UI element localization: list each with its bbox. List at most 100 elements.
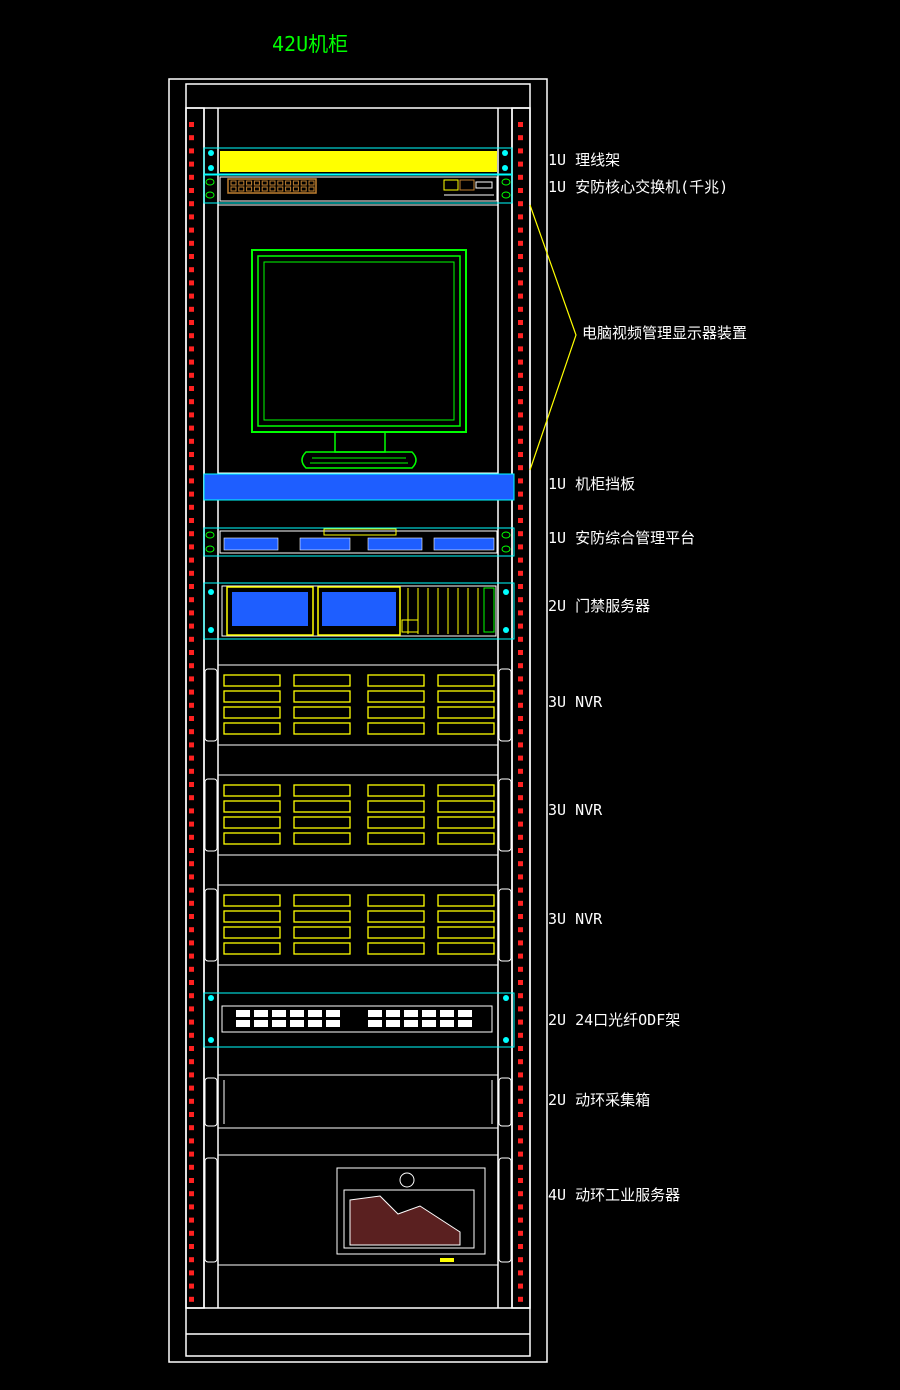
- rail-hole: [518, 1151, 523, 1157]
- rail-hole: [189, 900, 194, 906]
- rail-hole: [518, 254, 523, 259]
- rail-hole: [189, 1072, 194, 1078]
- rail-hole: [189, 1217, 194, 1223]
- odf-port: [236, 1010, 250, 1017]
- rail-hole: [189, 478, 194, 484]
- rail-hole: [518, 848, 523, 853]
- switch-port: [269, 180, 276, 186]
- rail-hole: [189, 742, 194, 748]
- odf-port: [326, 1020, 340, 1027]
- rail-hole: [518, 386, 523, 391]
- rail-hole: [189, 1204, 194, 1210]
- switch-port: [238, 180, 245, 186]
- rail-hole: [518, 557, 523, 563]
- nvr-drive-bay: [223, 706, 281, 719]
- rail-hole: [189, 953, 194, 959]
- label-cable-manager: 1U 理线架: [548, 151, 620, 169]
- nvr-drive-bay: [293, 910, 351, 923]
- nvr-drive-bay: [223, 690, 281, 703]
- rail-hole: [189, 636, 194, 642]
- rail-hole: [518, 333, 523, 339]
- rail-hole: [189, 557, 194, 563]
- nvr-drive-bay: [223, 942, 281, 955]
- rail-hole: [518, 755, 523, 761]
- switch-port: [308, 180, 315, 186]
- nvr-drive-bay: [367, 674, 425, 687]
- rail-hole: [518, 742, 523, 748]
- nvr-drive-bay: [437, 706, 495, 719]
- rail-hole: [189, 610, 194, 616]
- rail-hole: [518, 1032, 523, 1038]
- label-security-platform: 1U 安防综合管理平台: [548, 529, 695, 547]
- nvr-drive-bay: [223, 816, 281, 829]
- rail-hole: [189, 148, 194, 154]
- nvr-drive-bay: [367, 722, 425, 735]
- rail-hole: [189, 887, 194, 893]
- rail-hole: [518, 1257, 523, 1263]
- rail-hole: [518, 135, 523, 141]
- rail-hole: [518, 399, 523, 405]
- nvr-drive-bay: [367, 894, 425, 907]
- rail-hole: [518, 1191, 523, 1197]
- nvr-drive-bay: [223, 784, 281, 797]
- rail-hole: [518, 1204, 523, 1210]
- nvr-drive-bay: [367, 690, 425, 703]
- nvr-drive-bay: [437, 910, 495, 923]
- rail-hole: [518, 861, 523, 867]
- rail-hole: [518, 914, 523, 919]
- rail-hole: [518, 676, 523, 682]
- rail-hole: [189, 412, 194, 418]
- switch-port: [300, 186, 307, 192]
- nvr-drive-bay: [437, 722, 495, 735]
- rail-hole: [189, 650, 194, 655]
- blank-panel-device: [203, 473, 515, 501]
- switch-port: [230, 186, 237, 192]
- odf-port: [440, 1010, 454, 1017]
- device-labels: 1U 理线架 1U 安防核心交换机(千兆) 电脑视频管理显示器装置 1U 机柜挡…: [548, 151, 747, 1204]
- rail-hole: [189, 1164, 194, 1170]
- nvr-drive-bay: [367, 816, 425, 829]
- nvr-handle: [498, 778, 512, 852]
- rail-hole: [189, 227, 194, 233]
- nvr-drive-bay: [223, 722, 281, 735]
- rail-hole: [189, 1046, 194, 1051]
- rail-hole: [189, 254, 194, 259]
- switch-port: [238, 186, 245, 192]
- rail-hole: [518, 966, 523, 972]
- nvr-chassis: [217, 664, 499, 746]
- platform-port-block: [299, 537, 351, 551]
- switch-port: [246, 180, 253, 186]
- rail-hole: [189, 306, 194, 312]
- rail-hole: [189, 333, 194, 339]
- rail-hole: [518, 570, 523, 576]
- rail-hole: [189, 1283, 194, 1289]
- label-nvr-2: 3U NVR: [548, 801, 603, 819]
- rail-hole: [518, 900, 523, 906]
- rail-hole: [189, 1244, 194, 1249]
- nvr-drive-bay: [437, 832, 495, 845]
- rail-hole: [189, 1125, 194, 1131]
- switch-port: [292, 186, 299, 192]
- rail-hole: [518, 623, 523, 629]
- rail-hole: [518, 1125, 523, 1131]
- rail-hole: [518, 1006, 523, 1012]
- rail-hole: [518, 940, 523, 946]
- monitor-callout-line: [529, 204, 577, 471]
- odf-port: [290, 1020, 304, 1027]
- rail-hole: [189, 267, 194, 273]
- rail-hole: [518, 1112, 523, 1117]
- rail-hole: [189, 729, 194, 735]
- switch-port: [277, 180, 284, 186]
- rail-hole: [518, 412, 523, 418]
- nvr-drive-bay: [293, 706, 351, 719]
- rail-hole: [518, 795, 523, 801]
- nvr-drive-bay: [223, 832, 281, 845]
- nvr-chassis: [217, 884, 499, 966]
- odf-port: [290, 1010, 304, 1017]
- switch-port: [253, 180, 260, 186]
- rail-hole: [189, 1098, 194, 1104]
- rail-hole: [189, 452, 194, 457]
- nvr-device-2: [204, 774, 512, 856]
- nvr-drive-bay: [367, 942, 425, 955]
- rail-hole: [518, 1283, 523, 1289]
